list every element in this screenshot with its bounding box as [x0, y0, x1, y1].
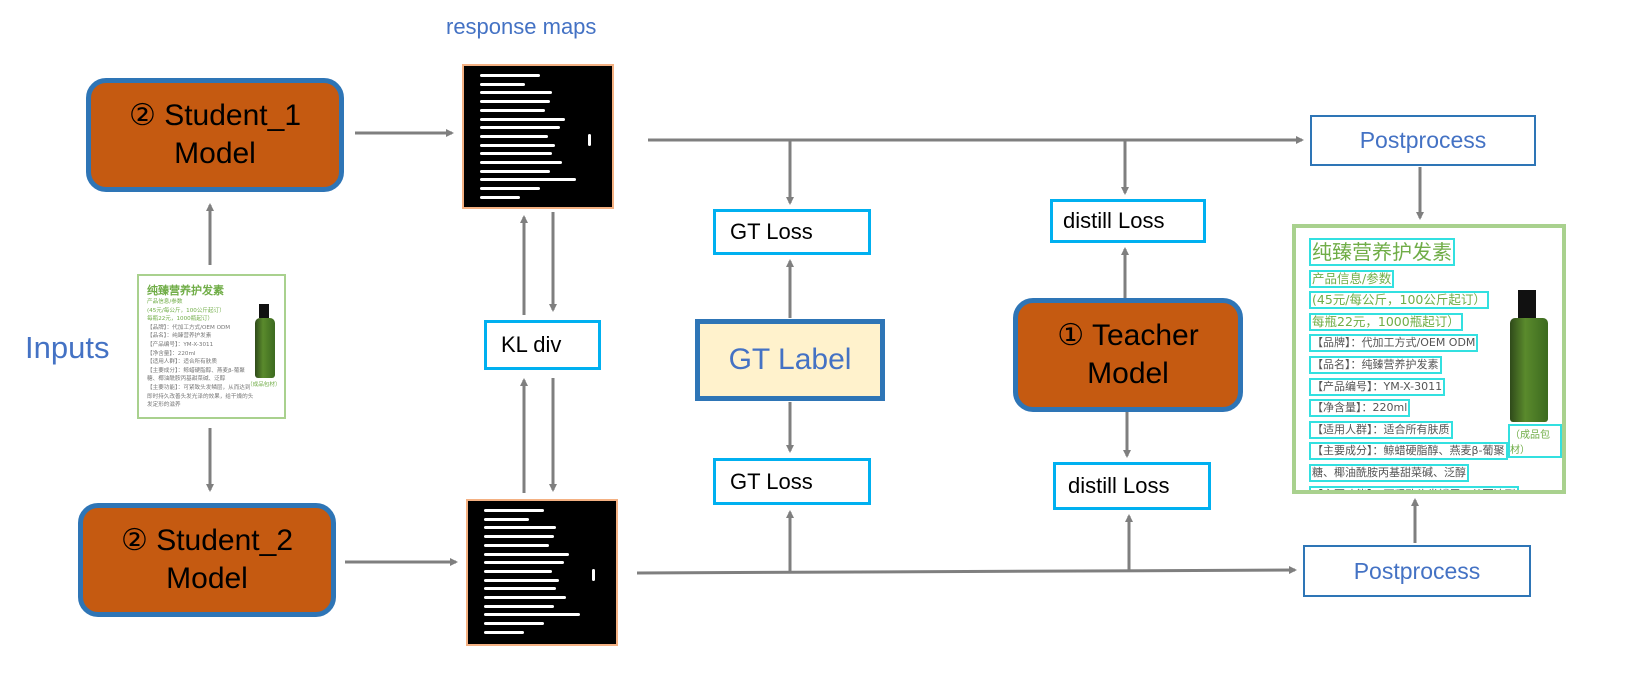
text-region-stroke	[588, 134, 591, 146]
text-region-stroke	[484, 526, 556, 530]
text-region-stroke	[480, 178, 576, 182]
response-maps-label: response maps	[446, 14, 597, 39]
text-region-stroke	[480, 100, 550, 104]
input-product-image: 纯臻营养护发素 产品信息/参数 (45元/每公斤，100公斤起订） 每瓶22元，…	[137, 274, 286, 419]
product-line: 即时持久改善头发光泽的效果，给干燥的头	[147, 393, 254, 400]
text-region-stroke	[484, 630, 524, 634]
distill-loss-top: distill Loss	[1050, 199, 1206, 243]
student-1-subtitle: Model	[174, 137, 256, 170]
text-region-stroke	[484, 613, 580, 617]
text-region-stroke	[480, 108, 545, 112]
text-region-stroke	[484, 622, 544, 626]
product-line: 每瓶22元，1000瓶起订）	[147, 316, 214, 323]
teacher-model: ① Teacher Model	[1013, 298, 1243, 412]
product-line: 【净含量】：220ml	[147, 350, 196, 357]
product-title: 纯臻营养护发素	[147, 284, 224, 297]
product-line: 【主要功能】：可紧致头发鳞层，从而达到	[147, 384, 251, 391]
text-region-stroke	[480, 169, 550, 173]
text-region-stroke	[480, 117, 565, 121]
text-region-stroke	[592, 569, 595, 581]
student-2-subtitle: Model	[166, 562, 248, 595]
text-region-stroke	[480, 161, 562, 164]
bottle-icon	[255, 318, 275, 378]
response-map-2	[466, 499, 618, 646]
text-region-stroke	[484, 552, 569, 556]
bottle-pump-icon	[259, 304, 269, 318]
text-region-stroke	[480, 152, 552, 156]
product-line: 【主要成分】：鲸蜡硬脂醇、燕麦β-葡聚	[147, 367, 245, 374]
text-region-stroke	[484, 561, 564, 565]
product-line: 【品牌】：代加工方式/OEM ODM	[1309, 334, 1479, 353]
product-line: 【产品编号】：YM-X-3011	[1309, 377, 1446, 396]
output-detection-image: 纯臻营养护发素 产品信息/参数 (45元/每公斤，100公斤起订） 每瓶22元，…	[1292, 224, 1566, 494]
gt-loss-bottom: GT Loss	[713, 458, 871, 505]
product-line: 【品名】：纯臻营养护发素	[147, 333, 212, 340]
teacher-title: ① Teacher	[1057, 319, 1199, 352]
text-region-stroke	[480, 126, 560, 130]
text-region-stroke	[480, 143, 555, 147]
student-1-model: ② Student_1 Model	[86, 78, 344, 192]
product-line: 【产品编号】：YM-X-3011	[147, 341, 214, 348]
bottle-icon	[1510, 318, 1548, 422]
text-region-stroke	[484, 587, 556, 591]
text-region-stroke	[480, 91, 552, 95]
student-2-model: ② Student_2 Model	[78, 503, 336, 617]
product-line: 【品名】：纯臻营养护发素	[1309, 355, 1442, 374]
product-line: 糖、椰油酰胺丙基甜菜碱、泛醇	[1309, 463, 1469, 482]
product-line: 【净含量】：220ml	[1309, 399, 1411, 418]
text-region-stroke	[484, 517, 529, 521]
postprocess-bottom: Postprocess	[1303, 545, 1531, 597]
text-region-stroke	[484, 604, 554, 608]
text-region-stroke	[484, 578, 559, 582]
student-1-title: ② Student_1	[128, 99, 302, 132]
text-region-stroke	[484, 535, 554, 539]
text-region-stroke	[480, 195, 520, 199]
product-line: 糖、椰油酰胺丙基甜菜碱、泛醇	[147, 376, 226, 383]
product-line: (45元/每公斤，100公斤起订）	[147, 307, 225, 314]
teacher-subtitle: Model	[1087, 357, 1169, 390]
product-line: 【品牌】：代加工方式/OEM ODM	[147, 324, 231, 331]
product-line: 【主要成分】：鲸蜡硬脂醇、燕麦β-葡聚	[1309, 442, 1508, 461]
package-note: （成品包材）	[1508, 424, 1562, 458]
product-line: 【适用人群】：适合所有肤质	[147, 359, 217, 366]
product-line: 【适用人群】：适合所有肤质	[1309, 420, 1453, 439]
distill-loss-bottom: distill Loss	[1053, 462, 1211, 510]
product-line: 每瓶22元，1000瓶起订）	[1309, 312, 1463, 331]
gt-loss-top: GT Loss	[713, 209, 871, 255]
product-line: 发定形的滋养	[147, 402, 181, 409]
product-line: 产品信息/参数	[1309, 269, 1395, 288]
gt-label-box: GT Label	[695, 319, 885, 401]
postprocess-top: Postprocess	[1310, 115, 1536, 166]
product-line: 产品信息/参数	[147, 299, 183, 305]
text-region-stroke	[484, 596, 566, 599]
arrow-map2-to-postprocess	[636, 566, 1297, 575]
text-region-stroke	[484, 509, 544, 512]
text-region-stroke	[484, 543, 549, 547]
text-region-stroke	[480, 134, 548, 138]
inputs-label: Inputs	[25, 330, 110, 365]
student-2-title: ② Student_2	[120, 524, 294, 557]
bottle-pump-icon	[1518, 290, 1536, 318]
response-map-1	[462, 64, 614, 209]
package-note: （成品包材）	[247, 382, 281, 388]
text-region-stroke	[484, 569, 552, 573]
product-line: 【主要功能】：可紧致头发鳞层，从而达到	[1309, 485, 1519, 490]
text-region-stroke	[480, 82, 525, 86]
product-title: 纯臻营养护发素	[1309, 238, 1455, 266]
product-line: (45元/每公斤，100公斤起订）	[1309, 291, 1489, 310]
text-region-stroke	[480, 187, 540, 191]
text-region-stroke	[480, 74, 540, 77]
kl-div-box: KL div	[484, 320, 601, 370]
